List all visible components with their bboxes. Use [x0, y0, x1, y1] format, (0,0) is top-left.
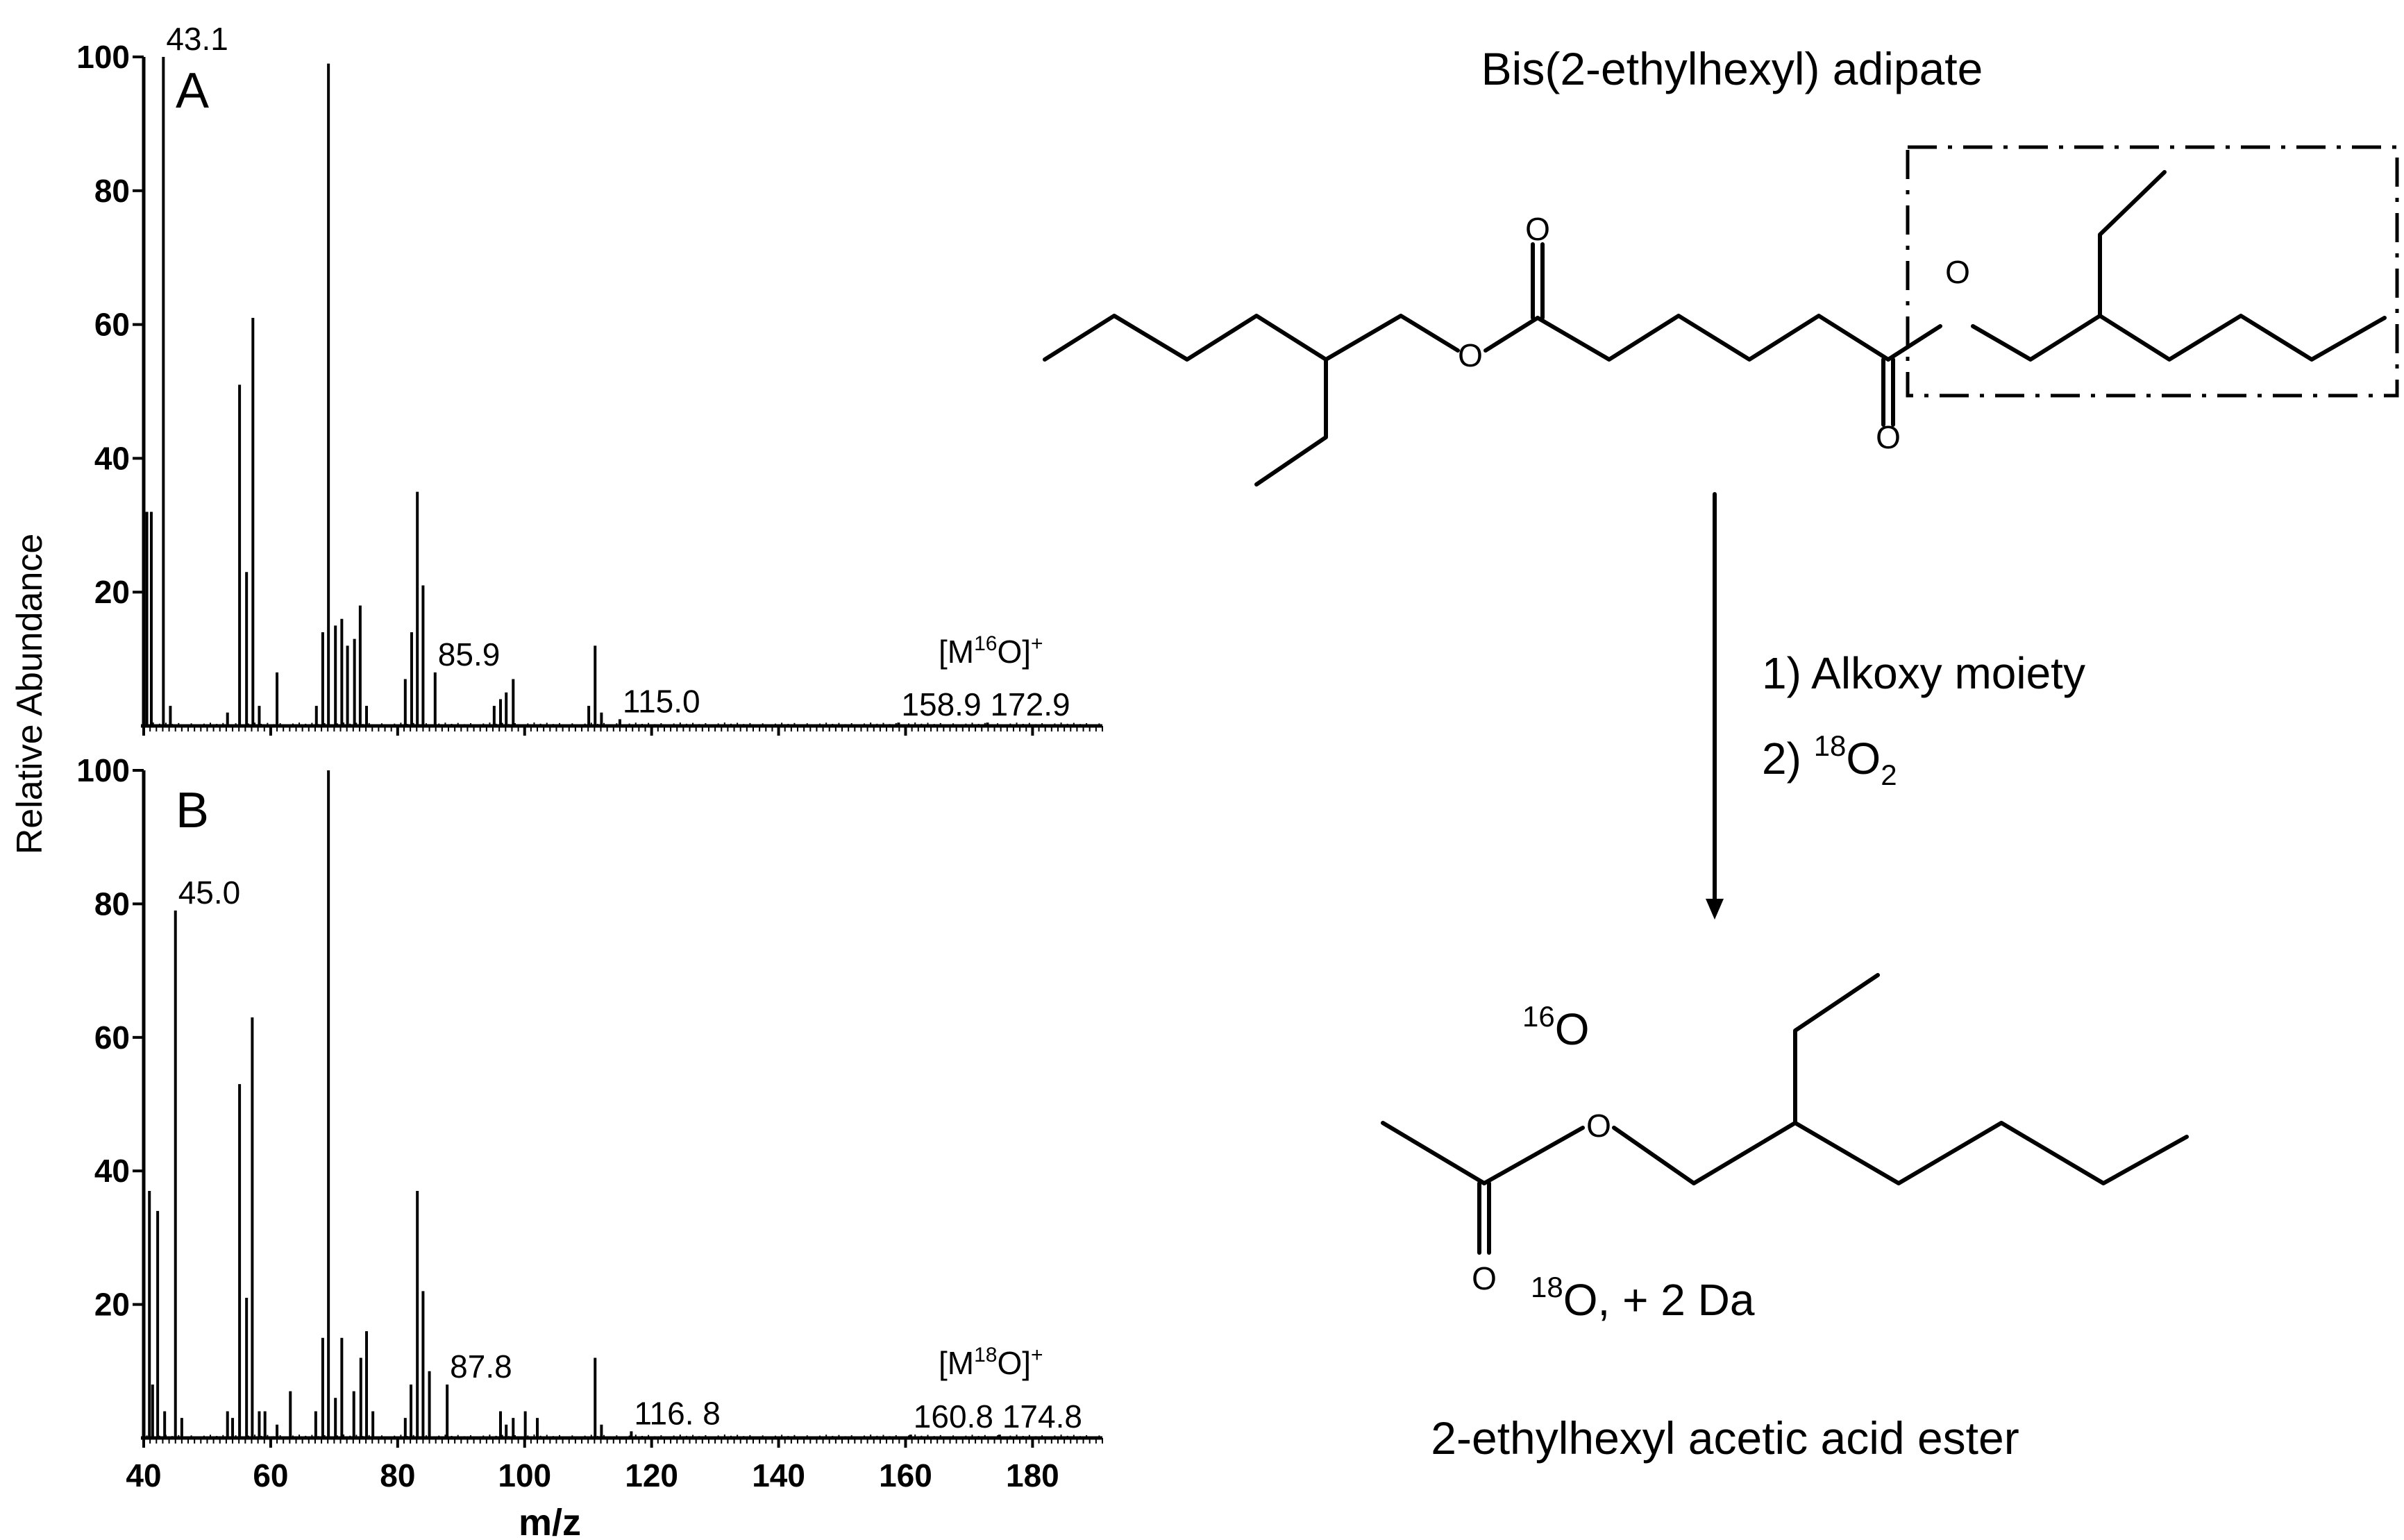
molecular-ion-label-b: [M18O]+ — [939, 1344, 1043, 1381]
panel-label-a: A — [176, 63, 209, 119]
spectrum-panel-b: 20 40 60 80 100 40 60 80 100 120 140 160 180 45.0 87… — [76, 752, 1103, 1494]
reactant-adipate-chain — [1536, 314, 1890, 362]
y-tick-label: 80 — [94, 173, 130, 209]
reaction-arrow-head — [1706, 899, 1724, 920]
x-tick-label: 100 — [498, 1457, 551, 1494]
peaks-a — [145, 57, 989, 726]
noise-baseline-a — [146, 722, 1100, 726]
y-ticks-b: 20 40 60 80 100 — [76, 752, 144, 1323]
peak-label: 116. 8 — [634, 1395, 720, 1431]
peak-label: 160.8 — [914, 1398, 993, 1435]
x-minor-ticks-b — [142, 1438, 1103, 1448]
peak-label: 43.1 — [166, 21, 228, 57]
peak-label: 174.8 — [1002, 1398, 1082, 1435]
label-18o: 18O, + 2 Da — [1531, 1271, 1755, 1325]
y-tick-label: 100 — [76, 39, 130, 75]
product-ester-o-bond-1 — [1482, 1126, 1585, 1185]
reactant-o-1: O — [1458, 337, 1483, 373]
product-acetyl — [1381, 1121, 1486, 1185]
panel-label-b: B — [176, 783, 209, 838]
y-tick-label: 100 — [76, 752, 130, 788]
x-tick-label: 60 — [253, 1457, 288, 1494]
y-tick-label: 40 — [94, 1153, 130, 1189]
y-tick-label: 20 — [94, 574, 130, 610]
reactant-left-ethyl — [1254, 357, 1328, 486]
reactant-left-chain — [1043, 314, 1460, 362]
y-tick-label: 60 — [94, 307, 130, 343]
y-tick-label: 20 — [94, 1287, 130, 1323]
reactant-o-3: O — [1876, 419, 1901, 455]
x-tick-label: 40 — [126, 1457, 161, 1494]
reactant-right-ethyl — [2098, 170, 2167, 318]
product-o-carbonyl: O — [1472, 1260, 1497, 1296]
noise-baseline-b — [146, 1435, 1100, 1438]
x-ticks-b: 40 60 80 100 120 140 160 180 — [126, 1457, 1059, 1494]
product-ethyl — [1793, 973, 1880, 1125]
product-name: 2-ethylhexyl acetic acid ester — [1431, 1412, 2019, 1464]
product-o-ether: O — [1586, 1108, 1611, 1144]
reaction-step-1: 1) Alkoxy moiety — [1762, 648, 2085, 698]
product-chain — [1612, 1121, 2189, 1185]
x-minor-ticks-a — [142, 726, 1103, 736]
x-axis-title: m/z — [519, 1502, 581, 1540]
reactant-name: Bis(2-ethylhexyl) adipate — [1481, 43, 1983, 94]
molecular-ion-label-a: [M16O]+ — [939, 632, 1043, 670]
peak-label: 115.0 — [623, 683, 700, 719]
peak-label: 45.0 — [178, 874, 241, 911]
alkoxy-highlight-box — [1906, 145, 2399, 398]
y-tick-label: 40 — [94, 440, 130, 476]
x-tick-label: 140 — [752, 1457, 805, 1494]
y-tick-label: 80 — [94, 886, 130, 922]
label-16o: 16O — [1522, 1000, 1590, 1054]
reactant-ester-o-bond-1 — [1483, 316, 1540, 353]
reactant-o-2: O — [1525, 211, 1550, 247]
y-tick-label: 60 — [94, 1019, 130, 1056]
x-tick-label: 180 — [1006, 1457, 1059, 1494]
reactant-ester-o-bond-2 — [1886, 324, 1942, 362]
x-tick-label: 160 — [879, 1457, 932, 1494]
reaction-scheme: Bis(2-ethylhexyl) adipate O O O O 1) Alk… — [1043, 43, 2399, 1464]
peak-label: 158.9 — [901, 686, 981, 722]
peak-label: 85.9 — [438, 636, 501, 672]
peak-label: 87.8 — [450, 1348, 512, 1385]
peak-label: 172.9 — [990, 686, 1070, 722]
x-tick-label: 120 — [625, 1457, 678, 1494]
y-axis-title: Relative Abundance — [10, 534, 50, 855]
reaction-step-2: 2) 18O2 — [1762, 729, 1897, 791]
reactant-o-4: O — [1945, 254, 1970, 290]
peaks-b — [148, 770, 1001, 1438]
y-ticks-a: 20 40 60 80 100 — [76, 39, 144, 610]
reactant-right-chain — [1971, 314, 2387, 362]
x-tick-label: 80 — [380, 1457, 415, 1494]
